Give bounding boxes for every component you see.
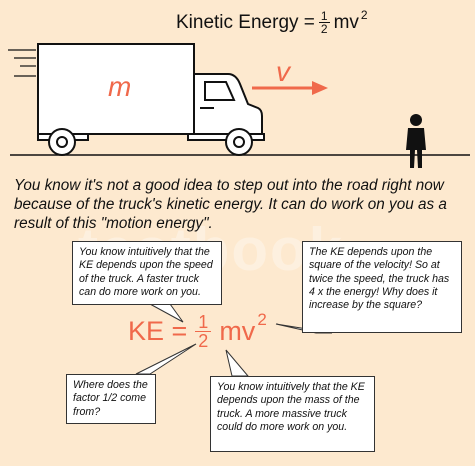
title-fraction-denominator: 2 [320,22,328,36]
ke-mv: mv [219,316,256,346]
velocity-label: v [276,56,292,87]
pedestrian-icon [406,114,426,168]
callout-half: Where does the factor 1/2 come from? [66,374,156,424]
callout-speed: You know intuitively that the KE depends… [72,241,222,305]
title-fraction: 1 2 [318,9,330,36]
ke-exponent: 2 [257,309,267,329]
ke-fraction-denominator: 2 [198,331,209,351]
truck-icon [37,43,265,156]
velocity-arrow [252,81,328,95]
title-prefix: Kinetic Energy = [176,11,315,33]
mass-label: m [108,71,131,102]
title-mv: mv [333,11,359,33]
explanation-paragraph: You know it's not a good idea to step ou… [14,177,447,232]
callout-square: The KE depends upon the square of the ve… [302,241,462,333]
title-fraction-numerator: 1 [318,9,330,23]
speed-lines [8,49,36,77]
ke-lhs: KE = [128,316,188,346]
callout-mass: You know intuitively that the KE depends… [210,376,375,452]
truck-scene: m v [8,43,470,168]
ke-fraction: 1 2 [195,313,212,351]
title-exponent: 2 [360,7,368,22]
ke-fraction-numerator: 1 [195,313,212,332]
